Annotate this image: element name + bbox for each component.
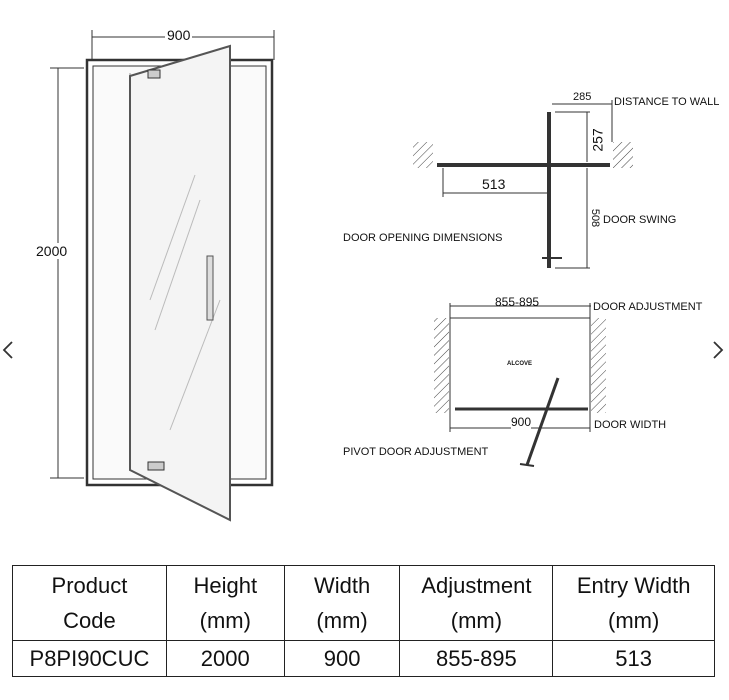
door-opening-title: DOOR OPENING DIMENSIONS (343, 232, 503, 244)
header-height: Height(mm) (165, 565, 285, 641)
pivot-title: PIVOT DOOR ADJUSTMENT (343, 446, 489, 458)
header-adjustment: Adjustment(mm) (399, 565, 554, 641)
distance-value: 285 (573, 91, 592, 103)
cell-width: 900 (283, 640, 401, 677)
technical-drawing (50, 30, 633, 522)
carousel-prev-button[interactable] (0, 335, 24, 365)
door-width-value: 900 (511, 415, 532, 429)
carousel-next-button[interactable] (710, 335, 729, 365)
entry-value: 513 (482, 176, 506, 192)
cell-product-code: P8PI90CUC (12, 640, 167, 677)
cell-height: 2000 (165, 640, 285, 677)
adjust-value: 855-895 (495, 295, 540, 309)
front-view-door (50, 30, 275, 522)
header-entry-width: Entry Width(mm) (552, 565, 715, 641)
front-height-label: 2000 (36, 243, 68, 259)
swing-label: DOOR SWING (603, 214, 677, 226)
cell-entry-width: 513 (552, 640, 715, 677)
door-width-label: DOOR WIDTH (594, 419, 667, 431)
alcove-label: ALCOVE (507, 361, 533, 367)
header-width: Width(mm) (283, 565, 401, 641)
cell-adjustment: 855-895 (399, 640, 554, 677)
front-width-label: 900 (165, 27, 193, 43)
table-row: P8PI90CUC 2000 900 855-895 513 (12, 640, 715, 677)
chevron-right-icon (713, 341, 724, 359)
pivot-adjustment-diagram (434, 303, 606, 467)
depth-value: 257 (589, 128, 606, 152)
distance-label: DISTANCE TO WALL (614, 96, 720, 108)
chevron-left-icon (2, 341, 13, 359)
swing-value: 508 (589, 208, 602, 228)
adjust-label: DOOR ADJUSTMENT (593, 301, 703, 313)
door-opening-diagram (413, 100, 633, 269)
